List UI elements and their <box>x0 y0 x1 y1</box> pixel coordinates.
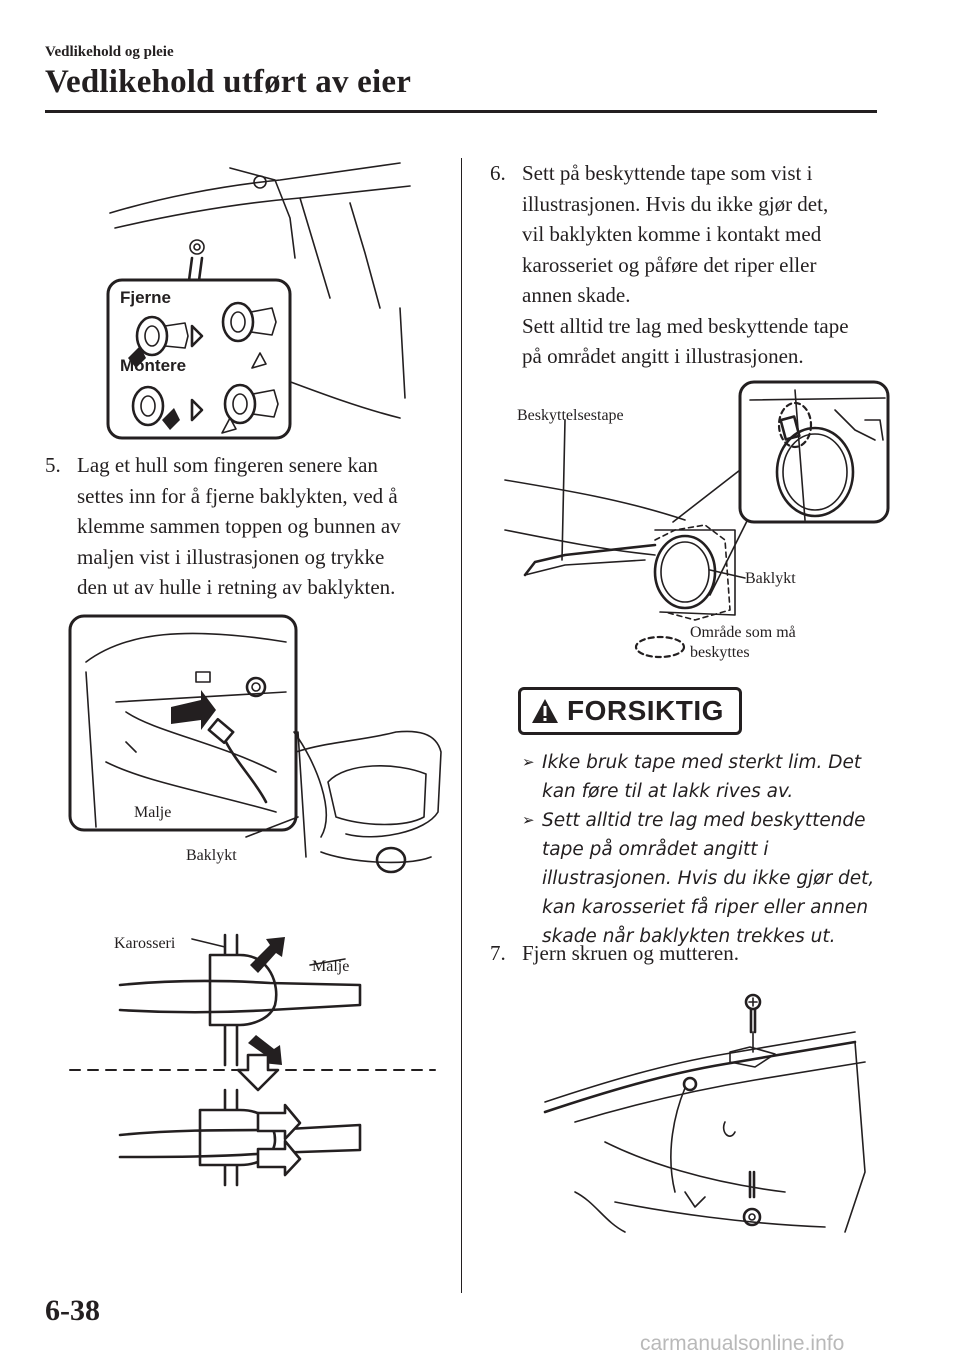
step-5-line: klemme sammen toppen og bunnen av <box>77 514 401 538</box>
caution-box: FORSIKTIG <box>518 687 742 735</box>
step-5: 5. Lag et hull som fingeren senere kan s… <box>45 450 455 603</box>
title-rule <box>45 110 877 113</box>
bullet-line: illustrasjonen. Hvis du ikke gjør det, <box>542 868 875 889</box>
caution-label: FORSIKTIG <box>567 695 724 726</box>
step-6-line: på området angitt i illustrasjonen. <box>522 344 804 368</box>
figure-screw-nut <box>543 992 885 1247</box>
figure-protective-tape: Beskyttelsestape Baklykt Område som må b… <box>504 380 890 665</box>
step-6: 6. Sett på beskyttende tape som vist i i… <box>490 158 890 372</box>
figure-grommet-rear-lamp: Malje Baklykt <box>66 612 456 897</box>
step-5-line: den ut av hulle i retning av baklykten. <box>77 575 396 599</box>
column-divider <box>461 158 462 1293</box>
bullet-arrow-icon: ➢ <box>522 811 535 829</box>
section-label: Vedlikehold og pleie <box>45 44 174 60</box>
label-rear-lamp: Baklykt <box>186 847 237 864</box>
label-rear-lamp-2: Baklykt <box>745 570 796 587</box>
figure-grommet-cross-section: Karosseri Malje <box>69 925 440 1195</box>
step-6-line: Sett alltid tre lag med beskyttende tape <box>522 313 849 338</box>
caution-bullet: ➢ Sett alltid tre lag med beskyttende ta… <box>522 806 882 951</box>
step-number: 7. <box>490 941 506 965</box>
label-protective-tape: Beskyttelsestape <box>517 407 624 424</box>
legend-protect-area: Område som må beskyttes <box>690 623 796 663</box>
step-5-line: settes inn for å fjerne baklykten, ved å <box>77 483 398 508</box>
legend-line: Område som må <box>690 624 796 641</box>
label-grommet-2: Malje <box>312 958 350 975</box>
bullet-line: skade når baklykten trekkes ut. <box>542 926 836 947</box>
step-6-line: Sett på beskyttende tape som vist i <box>522 161 813 185</box>
step-7: 7. Fjern skruen og mutteren. <box>490 938 890 969</box>
caution-bullet: ➢ Ikke bruk tape med sterkt lim. Det kan… <box>522 748 882 806</box>
watermark: carmanualsonline.info <box>640 1332 845 1355</box>
step-5-line: maljen vist i illustrasjonen og trykke <box>77 544 385 569</box>
label-remove: Fjerne <box>120 288 172 307</box>
label-grommet: Malje <box>134 804 172 821</box>
page-title: Vedlikehold utført av eier <box>45 64 412 100</box>
step-number: 6. <box>490 161 506 185</box>
bullet-line: kan føre til at lakk rives av. <box>542 781 794 802</box>
figure-cross-section-illustration <box>69 933 436 1187</box>
warning-icon <box>532 699 558 723</box>
legend-line: beskyttes <box>690 644 750 661</box>
figure-clip-remove-install: Fjerne Montere <box>100 158 420 443</box>
label-install: Montere <box>120 356 187 375</box>
page-number: 6-38 <box>45 1294 100 1327</box>
figure-screw-nut-illustration <box>543 993 866 1233</box>
step-7-text: Fjern skruen og mutteren. <box>522 941 739 965</box>
figure-tape-illustration <box>504 380 890 659</box>
bullet-line: Ikke bruk tape med sterkt lim. Det <box>542 752 862 773</box>
step-6-line: annen skade. <box>522 283 631 307</box>
bullet-arrow-icon: ➢ <box>522 753 535 771</box>
figure-clip-illustration <box>106 162 411 440</box>
bullet-line: Sett alltid tre lag med beskyttende <box>542 810 866 831</box>
step-6-line: vil baklykten komme i kontakt med <box>522 222 822 246</box>
caution-bullets: ➢ Ikke bruk tape med sterkt lim. Det kan… <box>522 748 882 951</box>
bullet-line: kan karosseriet få riper eller annen <box>542 897 869 918</box>
step-6-line: illustrasjonen. Hvis du ikke gjør det, <box>522 191 829 216</box>
step-number: 5. <box>45 453 61 477</box>
figure-grommet-illustration <box>68 614 442 874</box>
label-body: Karosseri <box>114 935 176 952</box>
step-5-line: Lag et hull som fingeren senere kan <box>77 453 378 477</box>
step-6-line: karosseriet og påføre det riper eller <box>522 252 817 277</box>
bullet-line: tape på området angitt i <box>542 839 769 860</box>
